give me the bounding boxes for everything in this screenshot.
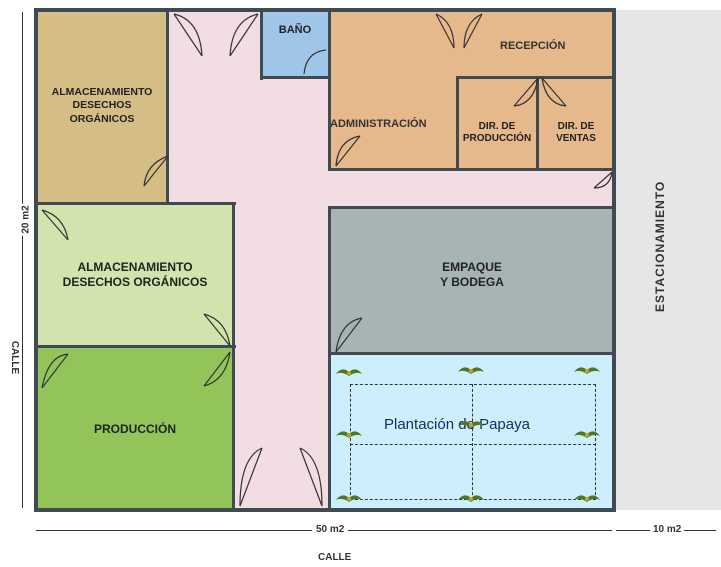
door-swing-icon <box>299 447 323 507</box>
door-swing-icon <box>463 13 483 49</box>
calle-left-label: CALLE <box>9 340 21 375</box>
room-recepcion-label: RECEPCIÓN <box>500 40 566 52</box>
door-swing-icon <box>173 13 203 57</box>
door-swing-icon <box>143 155 169 187</box>
door-swing-icon <box>41 209 69 241</box>
room-almacenamiento-mid: ALMACENAMIENTO DESECHOS ORGÁNICOS <box>36 205 234 345</box>
door-swing-icon <box>41 353 69 389</box>
papaya-plant-icon <box>458 495 484 502</box>
room-almacenamiento-top-line2: DESECHOS <box>72 99 132 112</box>
door-swing-icon <box>203 351 231 387</box>
door-swing-icon <box>203 313 231 347</box>
room-empaque-line1: EMPAQUE <box>442 260 502 274</box>
room-bano: BAÑO <box>262 10 328 78</box>
wall <box>232 202 235 508</box>
parking-label: ESTACIONAMIENTO <box>653 180 667 312</box>
papaya-plant-icon <box>574 431 600 438</box>
wall <box>166 10 169 202</box>
door-swing-icon <box>435 13 455 49</box>
wall <box>36 345 236 348</box>
wall-outer-right <box>612 8 616 512</box>
door-swing-icon <box>593 171 613 189</box>
room-plantacion-label: Plantación de Papaya <box>384 416 530 433</box>
room-empaque-bodega: EMPAQUE Y BODEGA <box>330 208 614 352</box>
papaya-plant-icon <box>574 495 600 502</box>
room-dir-ventas: DIR. DE VENTAS <box>538 78 614 170</box>
room-dir-produccion-line1: DIR. DE <box>478 120 516 132</box>
wall <box>328 206 614 209</box>
room-almacenamiento-top: ALMACENAMIENTO DESECHOS ORGÁNICOS <box>36 10 168 202</box>
door-swing-icon <box>335 317 363 353</box>
dim-height-label: 20 m2 <box>20 203 32 236</box>
papaya-plant-icon <box>458 367 484 374</box>
room-empaque-line2: Y BODEGA <box>440 275 504 289</box>
papaya-plant-icon <box>336 495 362 502</box>
wall <box>36 202 236 205</box>
papaya-plant-icon <box>336 369 362 376</box>
dim-width-label: 50 m2 <box>312 524 349 535</box>
door-swing-icon <box>335 135 361 167</box>
plantation-grid-hline <box>350 444 596 445</box>
door-swing-icon <box>229 13 259 57</box>
room-dir-produccion-line2: PRODUCCIÓN <box>462 133 532 144</box>
papaya-plant-icon <box>336 431 362 438</box>
dim-parking-label: 10 m2 <box>650 524 685 535</box>
wall-outer-top <box>34 8 616 12</box>
wall <box>456 76 459 170</box>
room-bano-label: BAÑO <box>278 24 312 36</box>
wall-outer-bottom <box>34 508 616 512</box>
door-swing-icon <box>239 447 263 507</box>
room-dir-ventas-line2: VENTAS <box>556 133 596 144</box>
wall <box>328 352 614 355</box>
wall <box>456 76 614 79</box>
room-almacenamiento-top-line3: ORGÁNICOS <box>69 112 135 125</box>
wall <box>260 10 263 80</box>
calle-bottom-label: CALLE <box>318 552 352 563</box>
room-produccion: PRODUCCIÓN <box>36 348 234 510</box>
room-almacenamiento-mid-line2: DESECHOS ORGÁNICOS <box>62 275 208 289</box>
plantation-grid-vline <box>472 384 473 500</box>
room-recepcion <box>330 10 614 170</box>
room-produccion-label: PRODUCCIÓN <box>93 421 176 436</box>
door-swing-icon <box>513 77 539 107</box>
papaya-plant-icon <box>574 367 600 374</box>
dimension-arrow-icon <box>22 12 23 508</box>
door-swing-icon <box>541 77 567 107</box>
wall <box>260 76 330 79</box>
room-almacenamiento-mid-line1: ALMACENAMIENTO <box>77 260 193 274</box>
wall <box>328 206 331 508</box>
wall <box>328 10 331 170</box>
parking-area <box>614 10 721 510</box>
room-dir-ventas-line1: DIR. DE <box>557 120 595 132</box>
room-administracion-label: ADMINISTRACIÓN <box>330 118 427 130</box>
wall <box>536 76 539 170</box>
room-almacenamiento-top-line1: ALMACENAMIENTO <box>51 86 153 99</box>
wall-outer-left <box>34 8 38 512</box>
door-swing-icon <box>303 49 327 75</box>
papaya-plant-icon <box>458 421 484 428</box>
room-dir-produccion: DIR. DE PRODUCCIÓN <box>458 78 536 170</box>
wall <box>328 168 614 171</box>
plantation-grid <box>350 384 596 500</box>
